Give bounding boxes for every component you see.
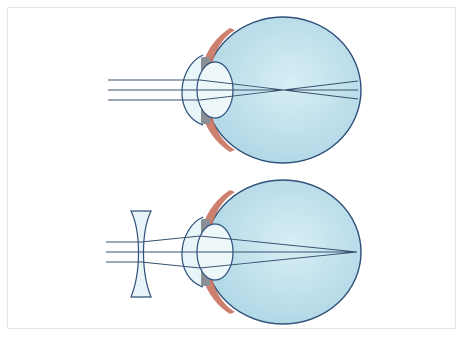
corrected-eye <box>106 180 361 324</box>
uncorrected-eye <box>108 17 361 163</box>
concave-lens <box>131 211 151 297</box>
